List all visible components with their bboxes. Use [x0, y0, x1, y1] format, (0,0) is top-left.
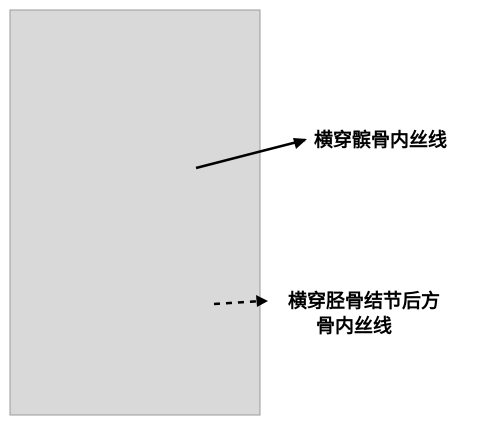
tibial-wire-label-line2: 骨内丝线: [316, 313, 392, 339]
illustration-placeholder: [10, 10, 260, 415]
tibial-wire-label-line1: 横穿胫骨结节后方: [288, 288, 440, 314]
patella-leader-arrowhead: [293, 138, 307, 149]
tibial-leader-arrowhead: [256, 295, 268, 307]
patella-wire-label: 横穿髌骨内丝线: [314, 127, 447, 153]
